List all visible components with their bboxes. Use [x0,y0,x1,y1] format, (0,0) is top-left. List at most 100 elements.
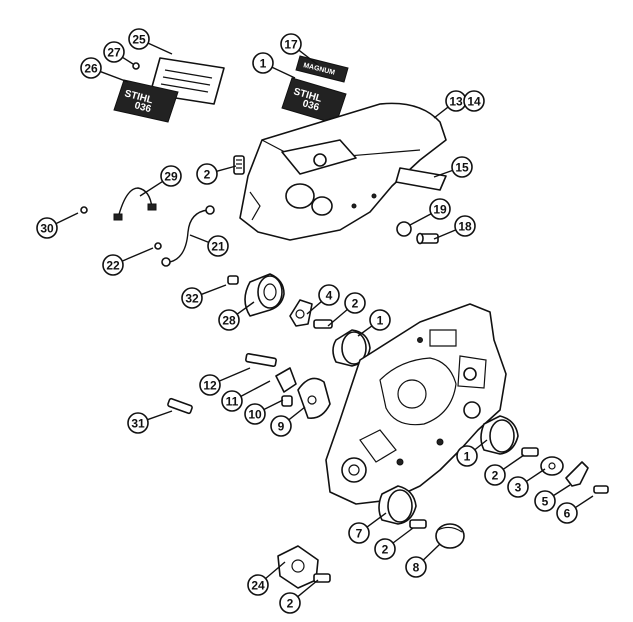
callout-p11: 11 [221,390,243,412]
callout-circle-p19 [429,198,451,220]
callout-p2e: 2 [279,592,301,614]
callout-circle-p15 [451,156,473,178]
leader-line-p29 [139,180,163,197]
callout-p31: 31 [127,412,149,434]
callout-p15: 15 [451,156,473,178]
leader-line-p10 [263,399,284,411]
short-circuit-wire [169,209,209,263]
screw-31 [167,397,193,415]
callout-number-p29: 29 [164,170,178,184]
callout-number-p1b: 1 [377,314,384,328]
callout-number-p1c: 1 [464,450,471,464]
callout-circle-p5 [534,490,556,512]
callout-number-p24: 24 [251,579,265,593]
callout-circle-p27 [103,41,125,63]
leader-line-p22 [121,247,154,262]
callout-circle-p29 [160,165,182,187]
callout-number-p4: 4 [326,289,333,303]
leader-line-p2e [297,579,319,598]
callout-circle-p31 [127,412,149,434]
cap-8 [435,523,465,549]
callout-number-p21: 21 [211,240,225,254]
callout-circle-p30 [36,217,58,239]
callout-number-p8: 8 [413,561,420,575]
callout-circle-p2a [196,163,218,185]
leader-line-p28 [236,301,255,315]
callout-number-p19: 19 [433,203,447,217]
plate-11 [275,367,297,393]
callout-circle-p28 [218,309,240,331]
small-screw-22 [154,242,162,250]
callout-number-p13: 13 [449,95,463,109]
callout-p19: 19 [429,198,451,220]
callout-p7: 7 [348,522,370,544]
crankcase [325,303,507,505]
callout-p14: 14 [463,90,485,112]
callout-circle-p10 [244,403,266,425]
leader-line-p7 [366,512,387,528]
leader-line-p15 [433,169,453,178]
callout-p25: 25 [128,28,150,50]
bracket-24 [277,545,319,589]
callout-p10: 10 [244,403,266,425]
callout-p27: 27 [103,41,125,63]
callout-circle-p9 [270,415,292,437]
leader-line-p2c [502,454,525,470]
stop-washer [289,299,313,327]
shroud-cover [239,102,447,241]
callout-p3: 3 [507,476,529,498]
callout-p1b: 1 [369,309,391,331]
callout-number-p31: 31 [131,417,145,431]
magnum-decal: MAGNUM [295,55,349,83]
leader-line-p12 [218,367,251,382]
callout-number-p9: 9 [278,420,285,434]
screw-2d [409,519,427,529]
callout-number-p15: 15 [455,161,469,175]
screw-2b [313,319,333,329]
callout-circle-p2e [279,592,301,614]
callout-p8: 8 [405,556,427,578]
callout-circle-p7 [348,522,370,544]
callout-circle-p4 [318,284,340,306]
callout-number-p14: 14 [467,95,481,109]
callout-p4: 4 [318,284,340,306]
callout-circle-p1c [456,445,478,467]
leader-line-p8 [422,543,441,561]
callout-circle-p32 [181,287,203,309]
leader-lines [55,42,594,598]
leader-line-p31 [147,410,173,421]
leader-line-p1a [271,66,296,79]
screw-6 [593,485,609,494]
callout-circle-p18 [454,215,476,237]
leader-line-p1b [357,325,373,337]
leader-line-p4 [306,301,322,315]
leader-line-p32 [201,284,227,296]
callout-number-p32: 32 [185,292,199,306]
leader-line-p2d [392,527,414,544]
callout-circle-p25 [128,28,150,50]
callout-circle-p2c [484,464,506,486]
callout-p2d: 2 [374,538,396,560]
chain-catcher [565,461,589,487]
callout-circle-p21 [207,235,229,257]
heat-shield [395,167,447,191]
annular-buffer-1c [480,415,519,455]
callout-number-p2a: 2 [204,168,211,182]
cover-9 [297,377,331,420]
callout-p18: 18 [454,215,476,237]
callout-number-p6: 6 [564,507,571,521]
screw-2c [521,447,539,457]
callout-number-p2b: 2 [352,297,359,311]
leader-line-p6 [574,495,594,509]
callout-circle-p14 [463,90,485,112]
callout-circle-p24 [247,574,269,596]
callout-circle-p8 [405,556,427,578]
washer-3 [540,456,564,476]
callout-number-p2d: 2 [382,543,389,557]
callout-p24: 24 [247,574,269,596]
leader-line-p26 [100,70,129,83]
spacer-screw [416,232,439,245]
callout-number-p17: 17 [284,38,298,52]
